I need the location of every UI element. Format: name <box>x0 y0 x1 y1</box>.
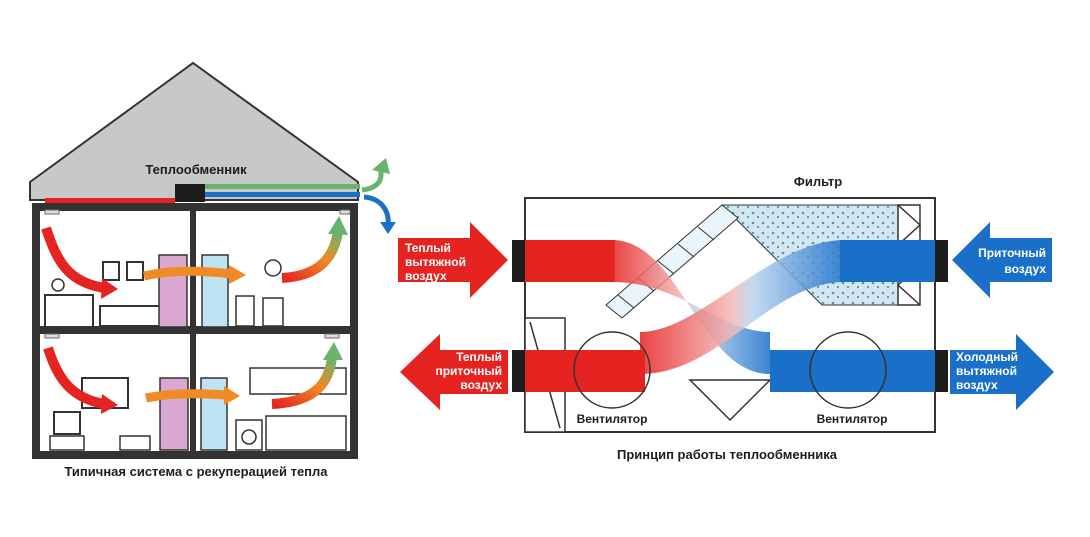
core-diamond-bottom <box>688 379 772 422</box>
arrow-warm-exhaust-line-2: вытяжной <box>405 255 466 269</box>
kitchen-counter <box>265 415 347 451</box>
fan-left <box>573 331 651 409</box>
washer-door <box>241 429 257 445</box>
arrow-supply: Приточный воздух <box>952 222 1052 298</box>
exchanger-label: Теплообменник <box>145 162 247 177</box>
arrow-warm-supply: Теплый приточный воздух <box>400 334 508 410</box>
duct-blue-to-red <box>640 240 845 374</box>
sofa <box>119 435 151 451</box>
door <box>159 377 189 451</box>
arrow-cold-exhaust-line-2: вытяжной <box>956 364 1017 378</box>
lamp <box>51 278 65 292</box>
tv-stand <box>49 435 85 451</box>
arrow-warm-supply-line-1: Теплый <box>456 350 502 364</box>
mirror <box>264 259 282 277</box>
arrow-supply-line-2: воздух <box>1004 262 1046 276</box>
airflow-arrow <box>271 357 337 409</box>
arrow-warm-exhaust: Теплый вытяжной воздух <box>398 222 508 298</box>
attic-duct-blue <box>205 192 360 197</box>
vent <box>324 333 340 339</box>
wardrobe <box>158 254 188 328</box>
exchanger-unit: Фильтр Вентилятор Вентилятор Принцип раб… <box>512 174 948 462</box>
duct-red-in <box>525 240 615 282</box>
airflow-arrow-head <box>229 265 246 284</box>
picture-frame <box>102 261 120 281</box>
house: Теплообменник Типичная система с рекупер… <box>29 61 396 479</box>
airflow-arrow-head <box>224 386 240 405</box>
attic-duct-red <box>45 198 175 203</box>
airflow-arrow-head <box>101 394 118 414</box>
port-cap <box>935 350 948 392</box>
duct-red-to-blue <box>612 240 770 374</box>
attic-duct-green <box>205 184 360 189</box>
airflow-arrow <box>41 226 105 293</box>
duct-red-out <box>525 350 645 392</box>
duct-blue-out <box>770 350 935 392</box>
duct-blue-in <box>840 240 935 282</box>
airflow-arrow <box>281 231 343 283</box>
airflow-arrow <box>142 266 233 281</box>
heat-exchanger-box <box>175 184 205 202</box>
vent <box>44 333 60 339</box>
arrow-supply-line-1: Приточный <box>978 246 1046 260</box>
tv <box>53 411 81 435</box>
vent <box>44 209 60 215</box>
house-title: Типичная система с рекуперацией тепла <box>64 464 328 479</box>
outlet-arrow-green-head <box>372 158 390 174</box>
fridge <box>200 377 228 451</box>
intake-arrow-blue-head <box>380 222 396 234</box>
shower <box>201 254 229 328</box>
filter-label: Фильтр <box>794 174 843 189</box>
port-cap <box>512 240 525 282</box>
arrow-warm-supply-line-3: воздух <box>460 378 502 392</box>
airflow-arrow <box>43 346 106 409</box>
arrow-cold-exhaust-line-1: Холодный <box>956 350 1018 364</box>
fan-left-label: Вентилятор <box>577 412 648 426</box>
vent <box>339 209 351 215</box>
sink <box>262 297 284 327</box>
arrow-cold-exhaust: Холодный вытяжной воздух <box>950 334 1054 410</box>
airflow-arrow-head <box>328 216 348 235</box>
intake-arrow-blue <box>363 194 391 227</box>
unit-title: Принцип работы теплообменника <box>617 447 838 462</box>
airflow-arrow-head <box>323 342 343 360</box>
fan-right-label: Вентилятор <box>817 412 888 426</box>
arrow-cold-exhaust-line-3: воздух <box>956 378 998 392</box>
picture-frame <box>126 261 144 281</box>
arrow-warm-exhaust-line-1: Теплый <box>405 241 451 255</box>
roof <box>29 61 359 201</box>
port-cap <box>512 350 525 392</box>
toilet <box>235 295 255 327</box>
port-cap <box>935 240 948 282</box>
airflow-arrow-head <box>101 278 118 299</box>
airflow-arrow <box>145 389 227 403</box>
arrow-warm-exhaust-line-3: воздух <box>405 269 447 283</box>
dresser <box>44 294 94 328</box>
fan-right <box>809 331 887 409</box>
arrow-warm-supply-line-2: приточный <box>435 364 502 378</box>
